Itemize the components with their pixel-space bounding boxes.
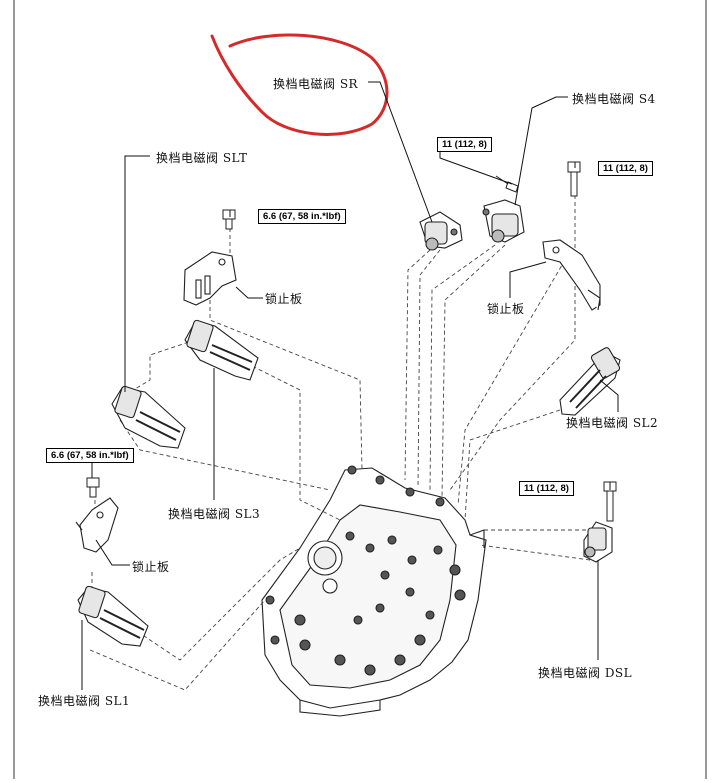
label-dsl: 换档电磁阀 DSL bbox=[538, 666, 633, 680]
lock-plate-upper bbox=[183, 251, 237, 306]
solenoid-dsl bbox=[583, 521, 613, 563]
red-annotation-circle bbox=[210, 33, 389, 136]
label-lock-plate-upper: 锁止板 bbox=[265, 292, 303, 306]
label-sl2: 换档电磁阀 SL2 bbox=[566, 416, 659, 430]
solenoid-sl3 bbox=[184, 319, 259, 381]
solenoid-sl2 bbox=[559, 347, 621, 416]
bolt-upper-left bbox=[222, 209, 236, 230]
solenoid-s4 bbox=[482, 199, 525, 243]
bolt-s4 bbox=[495, 175, 519, 193]
torque-box-right-bolt: 11 (112, 8) bbox=[598, 161, 653, 176]
torque-box-sr-bolt: 11 (112, 8) bbox=[437, 137, 492, 152]
label-lock-plate-right: 锁止板 bbox=[487, 302, 525, 316]
lock-plate-right bbox=[542, 239, 601, 311]
label-sl1: 换档电磁阀 SL1 bbox=[38, 694, 131, 708]
valve-body bbox=[261, 465, 487, 717]
torque-box-upper-bolt: 6.6 (67, 58 in.*lbf) bbox=[258, 209, 346, 224]
bolt-left bbox=[86, 477, 100, 498]
leader-lines bbox=[81, 81, 619, 690]
torque-box-left-bolt: 6.6 (67, 58 in.*lbf) bbox=[46, 448, 134, 463]
solenoid-slt bbox=[111, 385, 186, 449]
torque-box-dsl-bolt: 11 (112, 8) bbox=[519, 481, 574, 496]
bolt-right-top bbox=[567, 161, 581, 197]
label-sr: 换档电磁阀 SR bbox=[273, 77, 359, 91]
solenoid-sl1 bbox=[77, 585, 149, 647]
lock-plate-left bbox=[75, 497, 119, 553]
label-sl3: 换档电磁阀 SL3 bbox=[168, 507, 261, 521]
label-lock-plate-left: 锁止板 bbox=[132, 560, 170, 574]
label-slt: 换档电磁阀 SLT bbox=[156, 151, 248, 165]
solenoid-sr bbox=[419, 211, 463, 251]
label-s4: 换档电磁阀 S4 bbox=[572, 92, 656, 106]
